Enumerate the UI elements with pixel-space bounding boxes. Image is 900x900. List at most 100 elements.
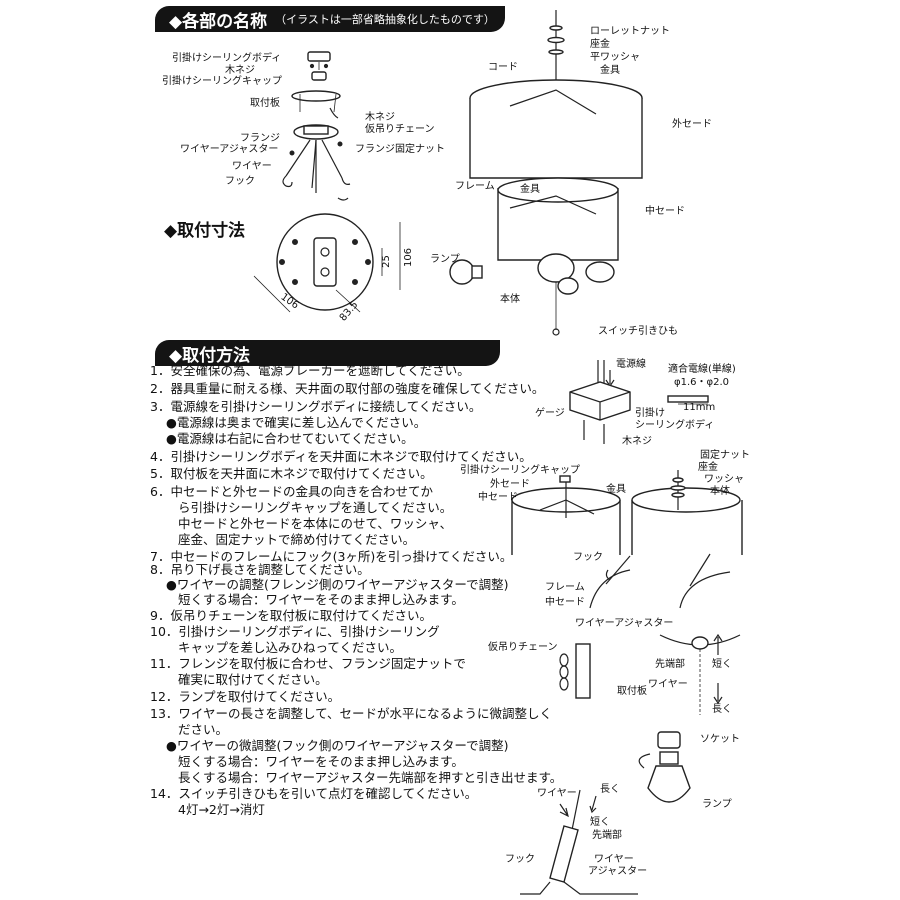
label-lamp: ランプ (430, 254, 460, 265)
lamp-bulb-illustration (449, 259, 483, 285)
adjust-fig-adjuster: ワイヤーアジャスター (575, 618, 674, 629)
outer-shade-body (469, 98, 643, 179)
shade-fig-body: 本体 (710, 486, 730, 497)
wiring-ceiling-body-1: 引掛け (635, 408, 665, 419)
label-wood-screw-1: 木ネジ (225, 65, 255, 76)
label-flat-washer: 平ワッシャ (590, 52, 640, 63)
hook-fig-hook: フック (573, 552, 603, 563)
step-13-cont: ださい。 (178, 722, 229, 737)
wiring-wire-dia: φ1.6・φ2.0 (674, 377, 729, 388)
lamp-socket-figure (638, 731, 691, 803)
parts-section-header: ◆各部の名称 （イラストは一部省略抽象化したものです） (155, 6, 505, 32)
step-7: 7．中セードのフレームにフック(3ヶ所)を引っ掛けてください。 (150, 549, 513, 564)
shade-fig-outer: 外セード (490, 479, 530, 490)
mount-dimension-diagram (253, 213, 401, 313)
adjust-fig-wire: ワイヤー (648, 679, 688, 690)
label-bracket-mid: 金具 (520, 184, 540, 195)
mount-plate-shape (291, 90, 341, 102)
ceiling-body-shape (307, 51, 331, 62)
step-8: 8．吊り下げ長さを調整してください。 (150, 562, 370, 577)
step-2: 2．器具重量に耐える様、天井面の取付部の強度を確保してください。 (150, 381, 545, 396)
lamp-fig-socket: ソケット (700, 734, 740, 745)
fine-fig-adjuster-2: アジャスター (588, 866, 648, 877)
wiring-wire-spec: 適合電線(単線) (668, 364, 736, 375)
wiring-figure (569, 360, 709, 444)
shade-fig-fixing-nut: 固定ナット (700, 450, 750, 461)
label-flange: フランジ (240, 133, 280, 144)
step-4: 4．引掛けシーリングボディを天井面に木ネジで取付けてください。 (150, 449, 532, 464)
adjust-fig-tip: 先端部 (655, 659, 685, 670)
label-wood-screw-2: 木ネジ (365, 112, 395, 123)
hook-fig-middle: 中セード (545, 597, 585, 608)
step-6-cont-1: ら引掛けシーリングキャップを通してください。 (178, 500, 453, 515)
label-body: 本体 (500, 294, 520, 305)
fine-fig-tip: 先端部 (592, 830, 622, 841)
step-8-note-2: 短くする場合：ワイヤーをそのまま押し込みます。 (178, 592, 464, 607)
label-cord: コード (488, 62, 518, 73)
step-13-note-1: ●ワイヤーの微調整(フック側のワイヤーアジャスターで調整) (166, 738, 509, 753)
label-washer-plate: 座金 (590, 39, 610, 50)
shade-assembly-figure (511, 470, 743, 555)
fine-fig-wire: ワイヤー (537, 788, 577, 799)
dim-106-right: 106 (403, 247, 415, 268)
label-bracket-top: 金具 (600, 65, 620, 76)
wiring-power-line: 電源線 (616, 359, 646, 370)
fine-fig-hook: フック (505, 854, 535, 865)
label-wire-adjuster: ワイヤーアジャスター (180, 144, 279, 155)
mount-dims-title: ◆取付寸法 (164, 221, 246, 241)
label-flange-nut: フランジ固定ナット (355, 144, 445, 155)
step-3: 3．電源線を引掛けシーリングボディに接続してください。 (150, 399, 482, 414)
shade-fig-middle: 中セード (478, 492, 518, 503)
shade-fig-washer: ワッシャ (704, 474, 744, 485)
adjust-fig-long: 長く (712, 704, 732, 715)
pendant-illustration (469, 10, 643, 336)
fine-fig-short: 短く (590, 817, 610, 828)
step-3-note-2: ●電源線は右記に合わせてむいてください。 (166, 431, 414, 446)
label-outer-shade: 外セード (672, 119, 712, 130)
lamp-fig-lamp: ランプ (702, 799, 732, 810)
label-switch-cord: スイッチ引きひも (598, 326, 678, 337)
hook-frame-figure (589, 553, 731, 609)
fine-fig-adjuster-1: ワイヤー (594, 854, 634, 865)
step-13-note-2: 短くする場合：ワイヤーをそのまま押し込みます。 (178, 754, 464, 769)
label-mount-plate: 取付板 (250, 98, 280, 109)
label-wire: ワイヤー (232, 161, 272, 172)
install-section-header: ◆取付方法 (155, 340, 500, 366)
ceiling-cap-shape (311, 71, 327, 81)
label-temp-chain: 仮吊りチェーン (365, 124, 435, 135)
middle-shade-top (497, 177, 619, 203)
step-13-note-3: 長くする場合：ワイヤーアジャスター先端部を押すと引き出せます。 (178, 770, 563, 785)
step-8-note-1: ●ワイヤーの調整(フレンジ側のワイヤーアジャスターで調整) (166, 577, 509, 592)
ceiling-body-box (569, 381, 631, 421)
fine-adjust-figure (520, 789, 638, 895)
step-5: 5．取付板を天井面に木ネジで取付けてください。 (150, 466, 433, 481)
label-ceiling-cap: 引掛けシーリングキャップ (162, 76, 282, 87)
step-3-note-1: ●電源線は奥まで確実に差し込んでください。 (166, 415, 427, 430)
exploded-parts-illustration (282, 51, 351, 201)
dim-25: 25 (380, 255, 392, 268)
step-6: 6．中セードと外セードの金具の向きを合わせてか (150, 484, 433, 499)
shade-fig-washer-plate: 座金 (698, 462, 718, 473)
label-frame: フレーム (455, 181, 495, 192)
shade-fig-cap: 引掛けシーリングキャップ (460, 465, 580, 476)
wiring-wood-screw: 木ネジ (622, 436, 652, 447)
step-1: 1．安全確保の為、電源ブレーカーを遮断してください。 (150, 363, 470, 378)
label-middle-shade: 中セード (645, 206, 685, 217)
shade-fig-bracket: 金具 (606, 484, 626, 495)
step-6-cont-3: 座金、固定ナットで締め付けてください。 (178, 532, 416, 547)
parts-header-subtitle: （イラストは一部省略抽象化したものです） (275, 13, 495, 26)
wiring-ceiling-body-2: シーリングボディ (635, 420, 715, 431)
adjust-fig-short: 短く (712, 659, 732, 670)
wire-adjuster-figure (659, 633, 741, 715)
hook-fig-frame: フレーム (545, 582, 585, 593)
step-11-cont: 確実に取付けてください。 (178, 672, 328, 687)
wiring-gauge: ゲージ (535, 408, 565, 419)
label-hook: フック (225, 176, 255, 187)
chain-fig-chain: 仮吊りチェーン (488, 642, 558, 653)
install-header-title: ◆取付方法 (169, 345, 251, 366)
label-ceiling-body: 引掛けシーリングボディ (172, 53, 282, 64)
wiring-strip-len: 11mm (683, 402, 716, 413)
fine-fig-long: 長く (600, 784, 620, 795)
step-12: 12．ランプを取付けてください。 (150, 689, 341, 704)
temp-chain-figure (559, 643, 591, 699)
